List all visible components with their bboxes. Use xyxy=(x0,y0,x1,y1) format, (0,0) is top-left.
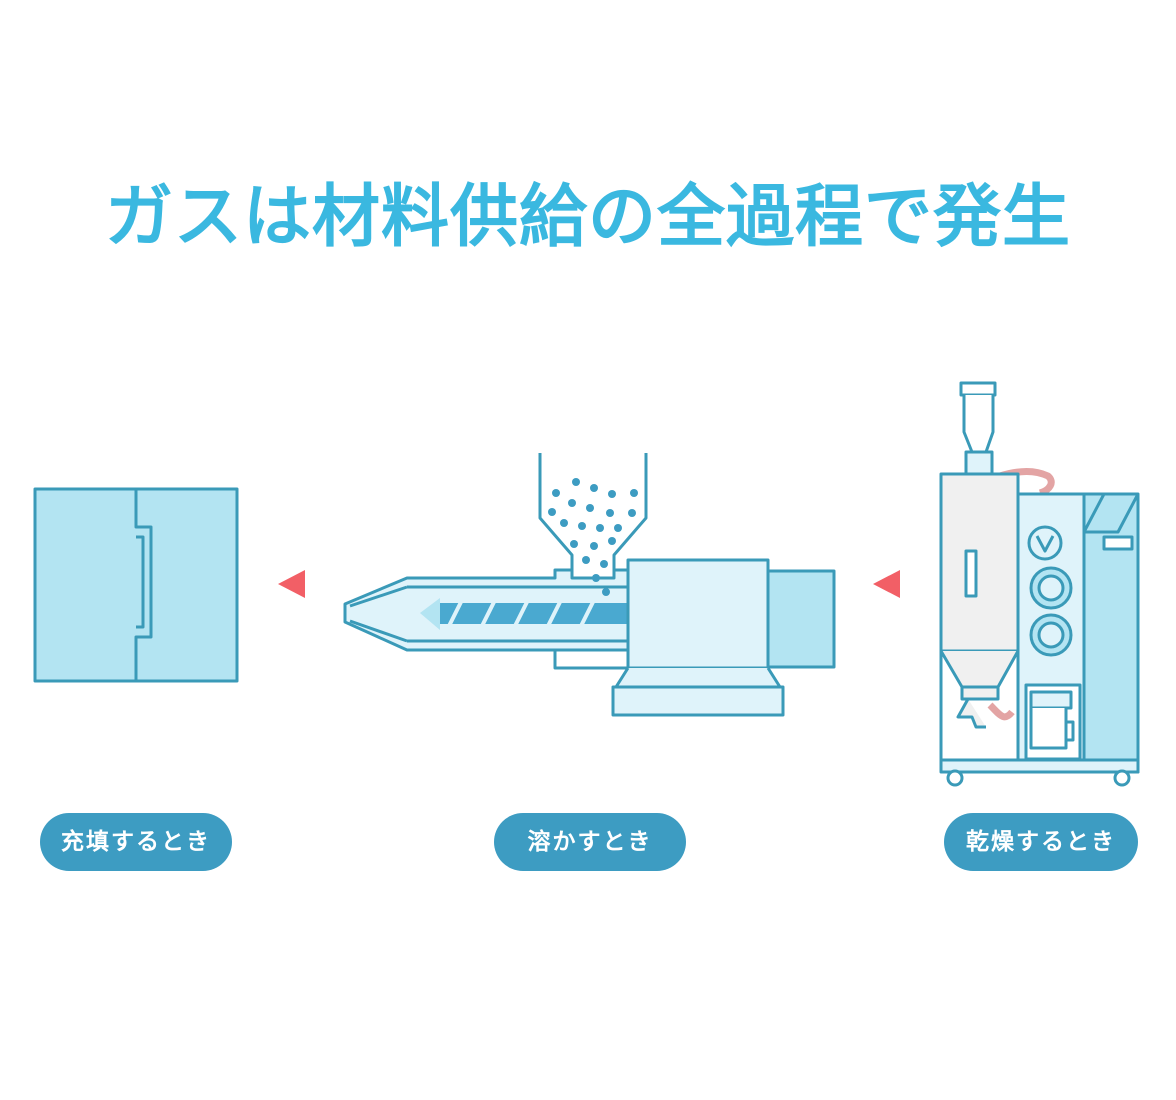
flow-arrow-left-1 xyxy=(278,570,305,598)
stage-label-filling: 充填するとき xyxy=(40,813,232,871)
stage-label-drying: 乾燥するとき xyxy=(944,813,1138,871)
pellets xyxy=(548,478,638,596)
dryer-icon xyxy=(939,381,1140,787)
page-title: ガスは材料供給の全過程で発生 xyxy=(104,178,1071,257)
injection-unit-icon xyxy=(343,453,836,717)
flow-arrow-left-2 xyxy=(873,570,900,598)
mold-icon xyxy=(33,487,239,683)
stage-label-melting: 溶かすとき xyxy=(494,813,686,871)
